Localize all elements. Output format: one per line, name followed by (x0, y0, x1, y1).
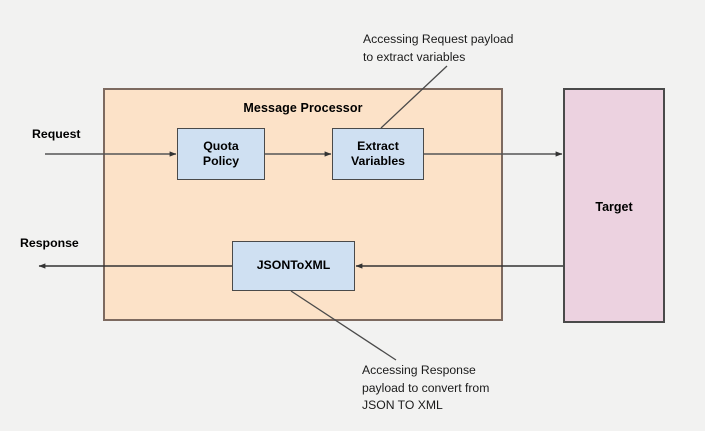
jsontoxml-node[interactable]: JSONToXML (232, 241, 355, 291)
message-processor-title: Message Processor (243, 101, 363, 115)
response-edge-label: Response (20, 236, 79, 250)
target-box (563, 88, 665, 323)
request-edge-label: Request (32, 127, 81, 141)
quota-policy-node[interactable]: Quota Policy (177, 128, 265, 180)
extract-variables-node[interactable]: Extract Variables (332, 128, 424, 180)
response-annotation-text: Accessing Response payload to convert fr… (362, 363, 490, 413)
target-label: Target (595, 200, 633, 214)
request-annotation-text: Accessing Request payload to extract var… (363, 32, 514, 64)
